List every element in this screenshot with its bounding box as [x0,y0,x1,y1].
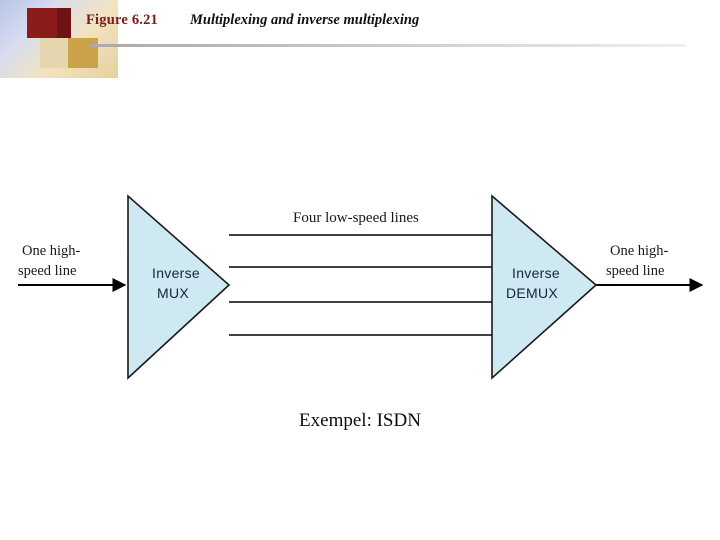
inverse-demux-shape [491,194,598,380]
inverse-mux-label-line1: Inverse [152,265,200,281]
header-square-light [40,38,68,68]
footer-note: Exempel: ISDN [299,410,421,431]
right-caption-line1: One high- [610,243,669,259]
inverse-mux-shape [127,194,231,380]
header-square-dark [27,8,57,38]
left-caption-line1: One high- [22,243,81,259]
right-caption-line2: speed line [606,263,664,279]
diagram-canvas: Inverse MUX Inverse DEMUX Four low-speed… [0,150,720,410]
header-square-gold [68,38,98,68]
header-square-dark-secondary [57,8,71,38]
left-caption-line2: speed line [18,263,76,279]
four-low-speed-lines-caption: Four low-speed lines [293,210,419,226]
header-divider [90,44,686,47]
inverse-demux-label-line2: DEMUX [506,285,558,301]
figure-label: Figure 6.21 [86,12,159,28]
figure-title: Multiplexing and inverse multiplexing [190,12,420,28]
inverse-demux-label-line1: Inverse [512,265,560,281]
inverse-mux-label-line2: MUX [157,285,189,301]
